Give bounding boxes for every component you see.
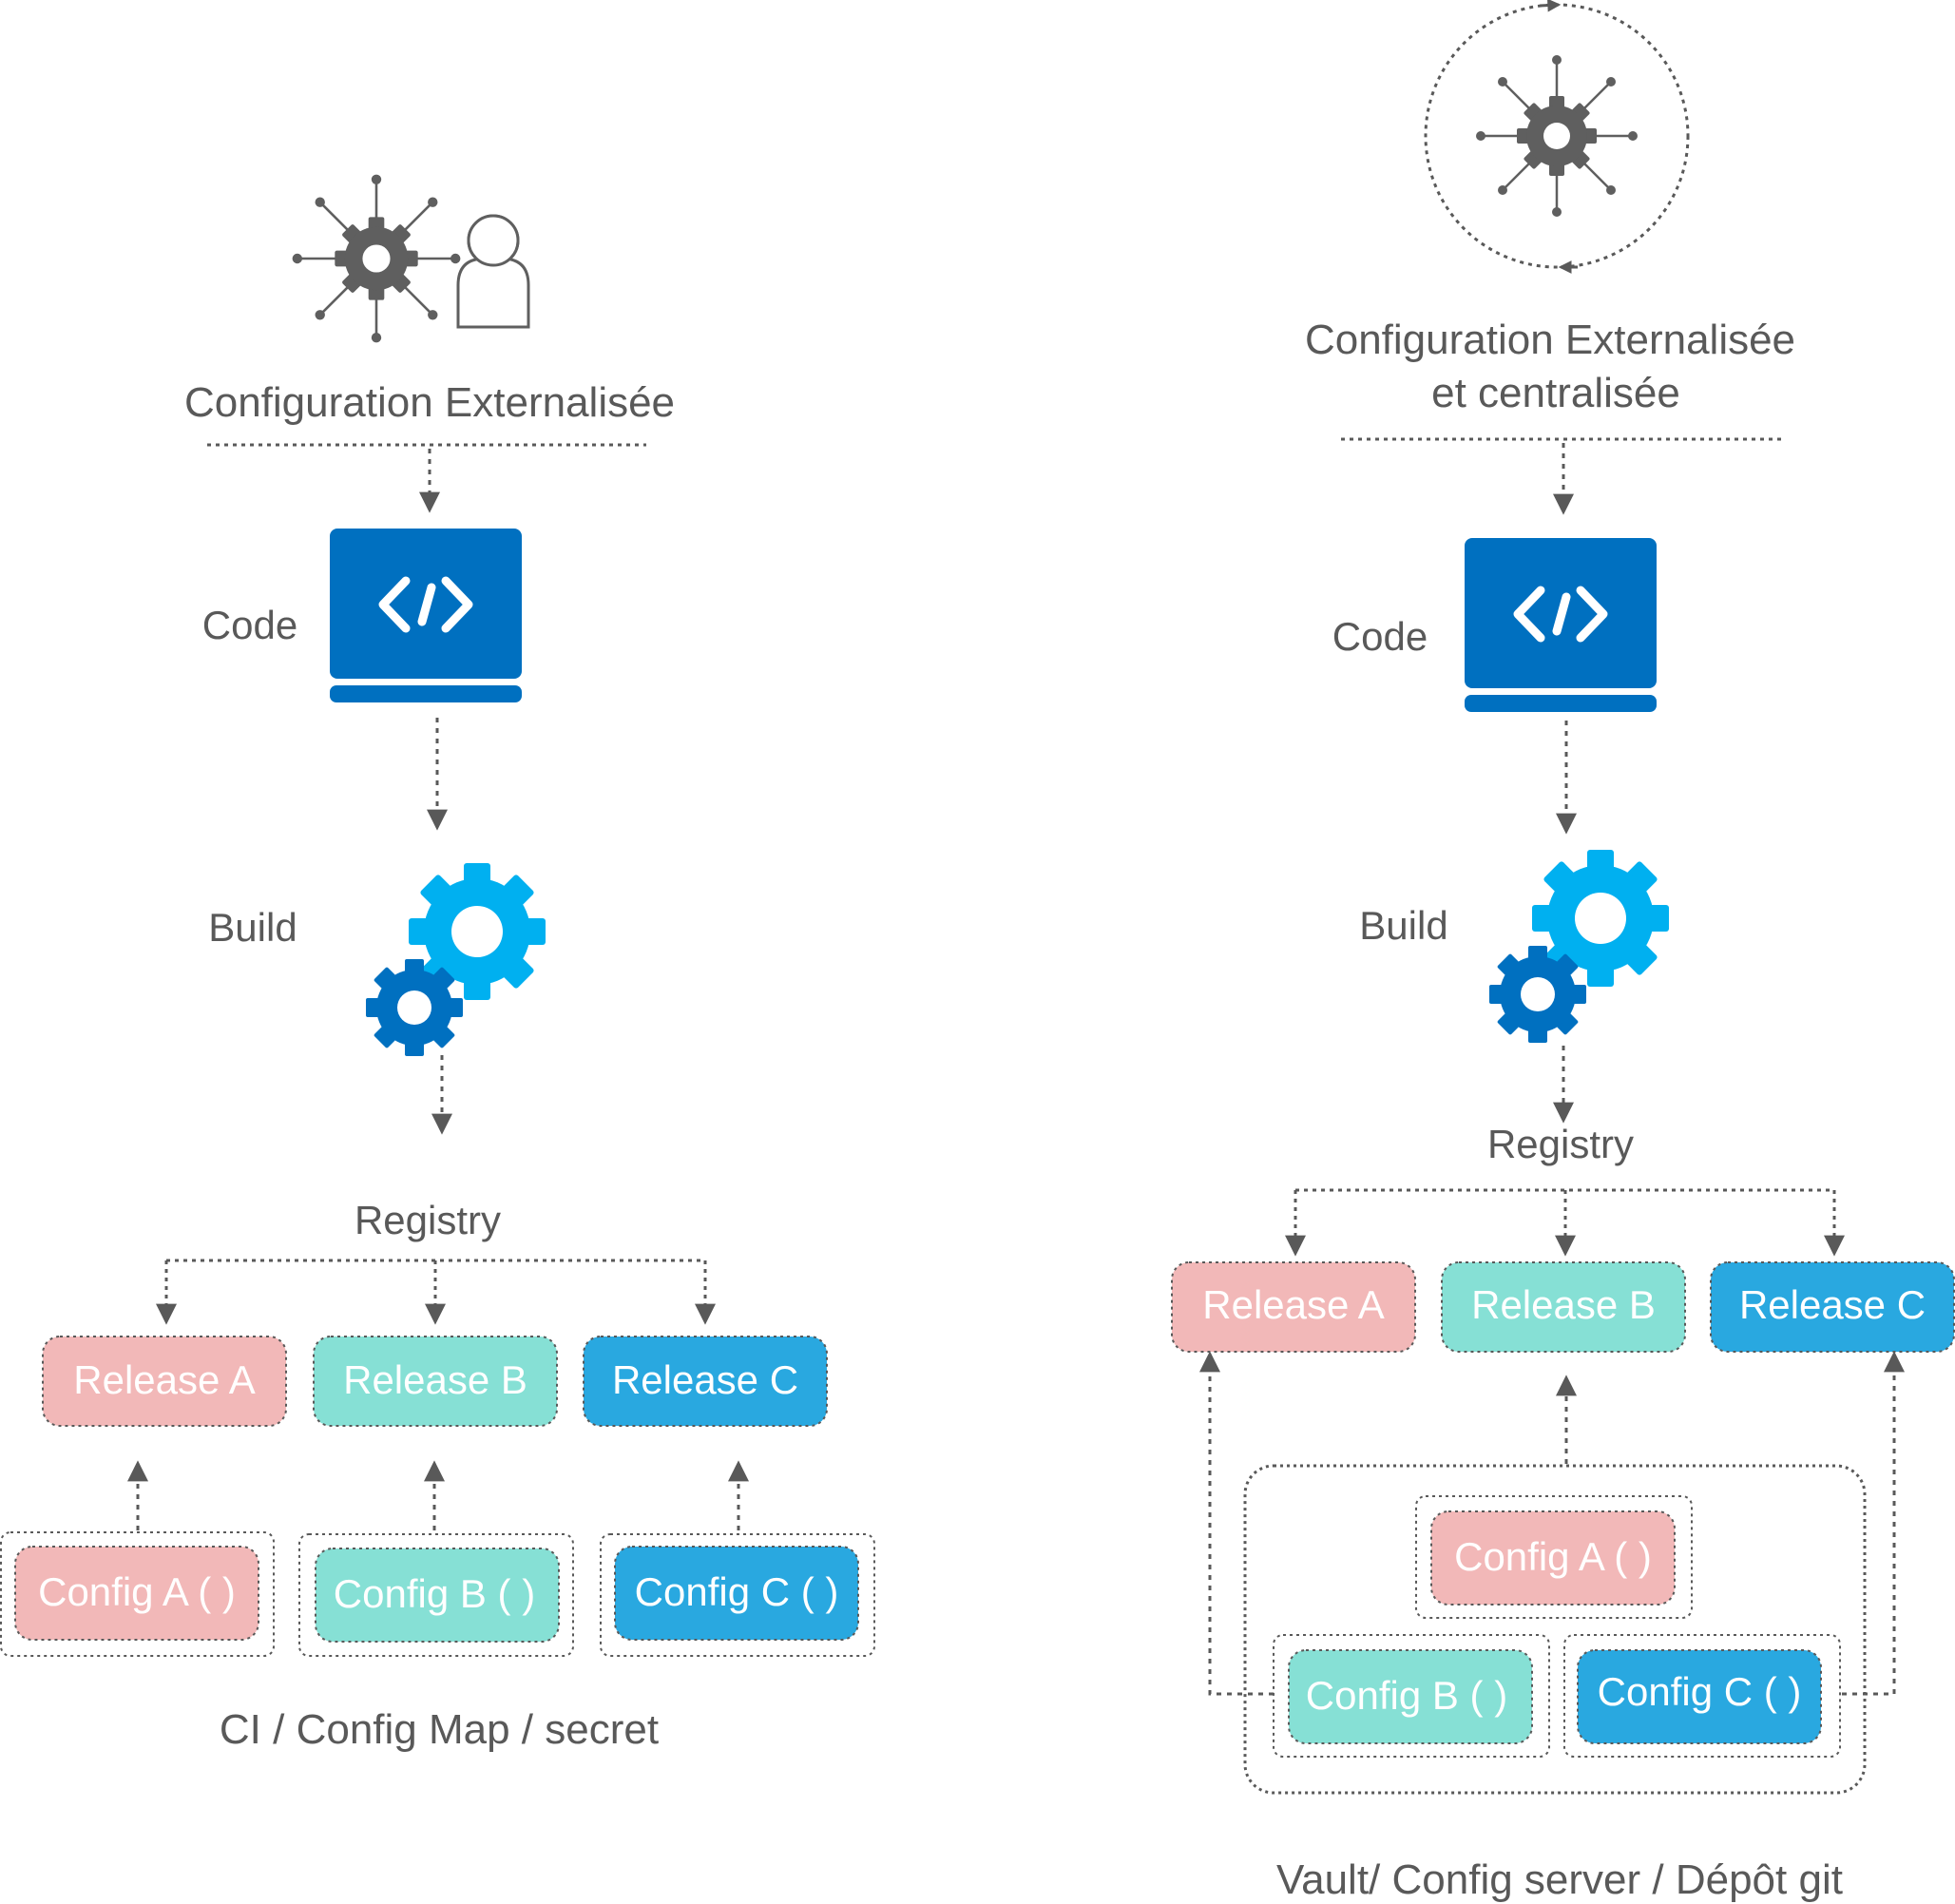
right-footer: Vault/ Config server / Dépôt git (1276, 1856, 1843, 1903)
release-label: Release A (73, 1357, 255, 1402)
left-release-a[interactable]: Release A (42, 1336, 287, 1427)
cycle-icon (1424, 0, 1690, 274)
left-code-label: Code (202, 603, 297, 647)
config-label: Config B ( ) (334, 1571, 535, 1616)
left-registry-label: Registry (355, 1198, 501, 1242)
config-label: Config A ( ) (1454, 1534, 1652, 1579)
release-label: Release C (1739, 1282, 1926, 1327)
left-config-b[interactable]: Config B ( ) (298, 1533, 574, 1657)
right-config-store (1243, 1464, 1867, 1795)
release-label: Release B (343, 1357, 527, 1402)
right-title-line2: et centralisée (1431, 370, 1680, 416)
release-label: Release A (1202, 1282, 1384, 1327)
right-code-label: Code (1332, 614, 1428, 659)
config-label: Config B ( ) (1306, 1673, 1507, 1718)
left-title: Configuration Externalisée (184, 379, 675, 426)
right-config-c[interactable]: Config C ( ) (1563, 1634, 1841, 1758)
laptop-code-icon (330, 529, 522, 702)
right-release-a[interactable]: Release A (1171, 1261, 1416, 1353)
right-config-b[interactable]: Config B ( ) (1273, 1634, 1550, 1758)
right-build-label: Build (1359, 903, 1447, 948)
left-panel: Configuration Externalisée Code Build Re… (0, 173, 875, 1753)
left-registry-connector (156, 1259, 716, 1325)
left-config-c[interactable]: Config C ( ) (600, 1533, 875, 1657)
left-release-b[interactable]: Release B (313, 1336, 558, 1427)
config-label: Config C ( ) (635, 1569, 839, 1614)
config-label: Config C ( ) (1598, 1669, 1802, 1714)
network-gear-icon (1474, 53, 1639, 219)
gears-icon (1489, 850, 1669, 1043)
release-label: Release B (1471, 1282, 1656, 1327)
laptop-code-icon (1465, 538, 1657, 712)
right-release-c[interactable]: Release C (1710, 1261, 1955, 1353)
right-registry-label: Registry (1487, 1122, 1634, 1166)
right-title-line1: Configuration Externalisée (1305, 317, 1795, 363)
left-build-label: Build (208, 905, 297, 950)
right-registry-connector (1285, 1188, 1845, 1257)
right-release-b[interactable]: Release B (1441, 1261, 1686, 1353)
config-label: Config A ( ) (38, 1569, 236, 1614)
left-release-c[interactable]: Release C (583, 1336, 828, 1427)
release-label: Release C (612, 1357, 798, 1402)
right-config-a[interactable]: Config A ( ) (1415, 1495, 1693, 1619)
network-gear-icon (291, 173, 462, 344)
user-icon (456, 214, 530, 329)
right-panel: Configuration Externalisée et centralisé… (1171, 0, 1955, 1903)
left-footer: CI / Config Map / secret (220, 1706, 659, 1753)
gears-icon (366, 863, 546, 1056)
left-config-a[interactable]: Config A ( ) (0, 1531, 275, 1657)
